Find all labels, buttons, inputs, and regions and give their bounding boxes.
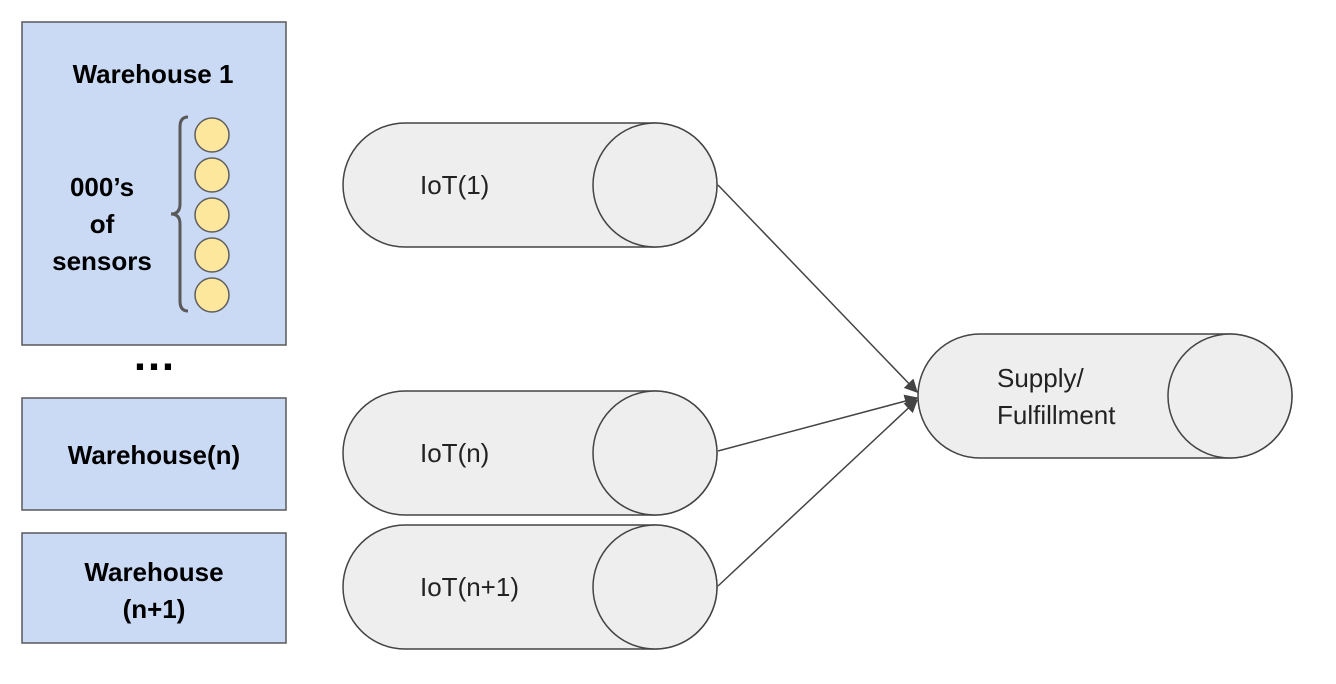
warehouse-ellipsis: …: [132, 331, 176, 380]
sensors-label-line3: sensors: [52, 246, 152, 276]
warehouse-n-plus-1-title-line1: Warehouse: [84, 557, 223, 587]
arrow-iot-1-to-supply: [717, 184, 918, 393]
supply-fulfillment-label-line2: Fulfillment: [997, 400, 1116, 430]
sensor-dot: [194, 117, 230, 153]
arrow-iot-n-plus-1-to-supply: [717, 399, 918, 587]
iot-n-cylinder: IoT(n): [342, 390, 718, 516]
warehouse-n-title: Warehouse(n): [68, 440, 240, 470]
iot-n-plus-1-cylinder: IoT(n+1): [342, 524, 718, 650]
sensor-group: [194, 117, 230, 313]
sensor-dot: [194, 157, 230, 193]
iot-n-label: IoT(n): [420, 438, 489, 468]
supply-fulfillment-cylinder: Supply/ Fulfillment: [917, 333, 1293, 459]
warehouse-1-title: Warehouse 1: [73, 59, 234, 89]
warehouse-n-box: Warehouse(n): [21, 397, 287, 511]
iot-1-cylinder: IoT(1): [342, 122, 718, 248]
sensor-dot: [194, 197, 230, 233]
warehouse-1-box: Warehouse 1 000’s of sensors: [21, 21, 287, 346]
warehouse-n-plus-1-box: Warehouse (n+1): [21, 532, 287, 644]
sensor-brace: [170, 115, 189, 313]
iot-1-label: IoT(1): [420, 170, 489, 200]
supply-fulfillment-label-line1: Supply/: [997, 363, 1084, 393]
iot-n-plus-1-label: IoT(n+1): [420, 572, 519, 602]
sensor-dot: [194, 237, 230, 273]
sensors-label-line2: of: [90, 209, 115, 239]
warehouse-n-plus-1-title-line2: (n+1): [123, 594, 186, 624]
arrow-iot-n-to-supply: [717, 394, 919, 452]
sensor-dot: [194, 277, 230, 313]
sensors-label-line1: 000’s: [70, 172, 134, 202]
